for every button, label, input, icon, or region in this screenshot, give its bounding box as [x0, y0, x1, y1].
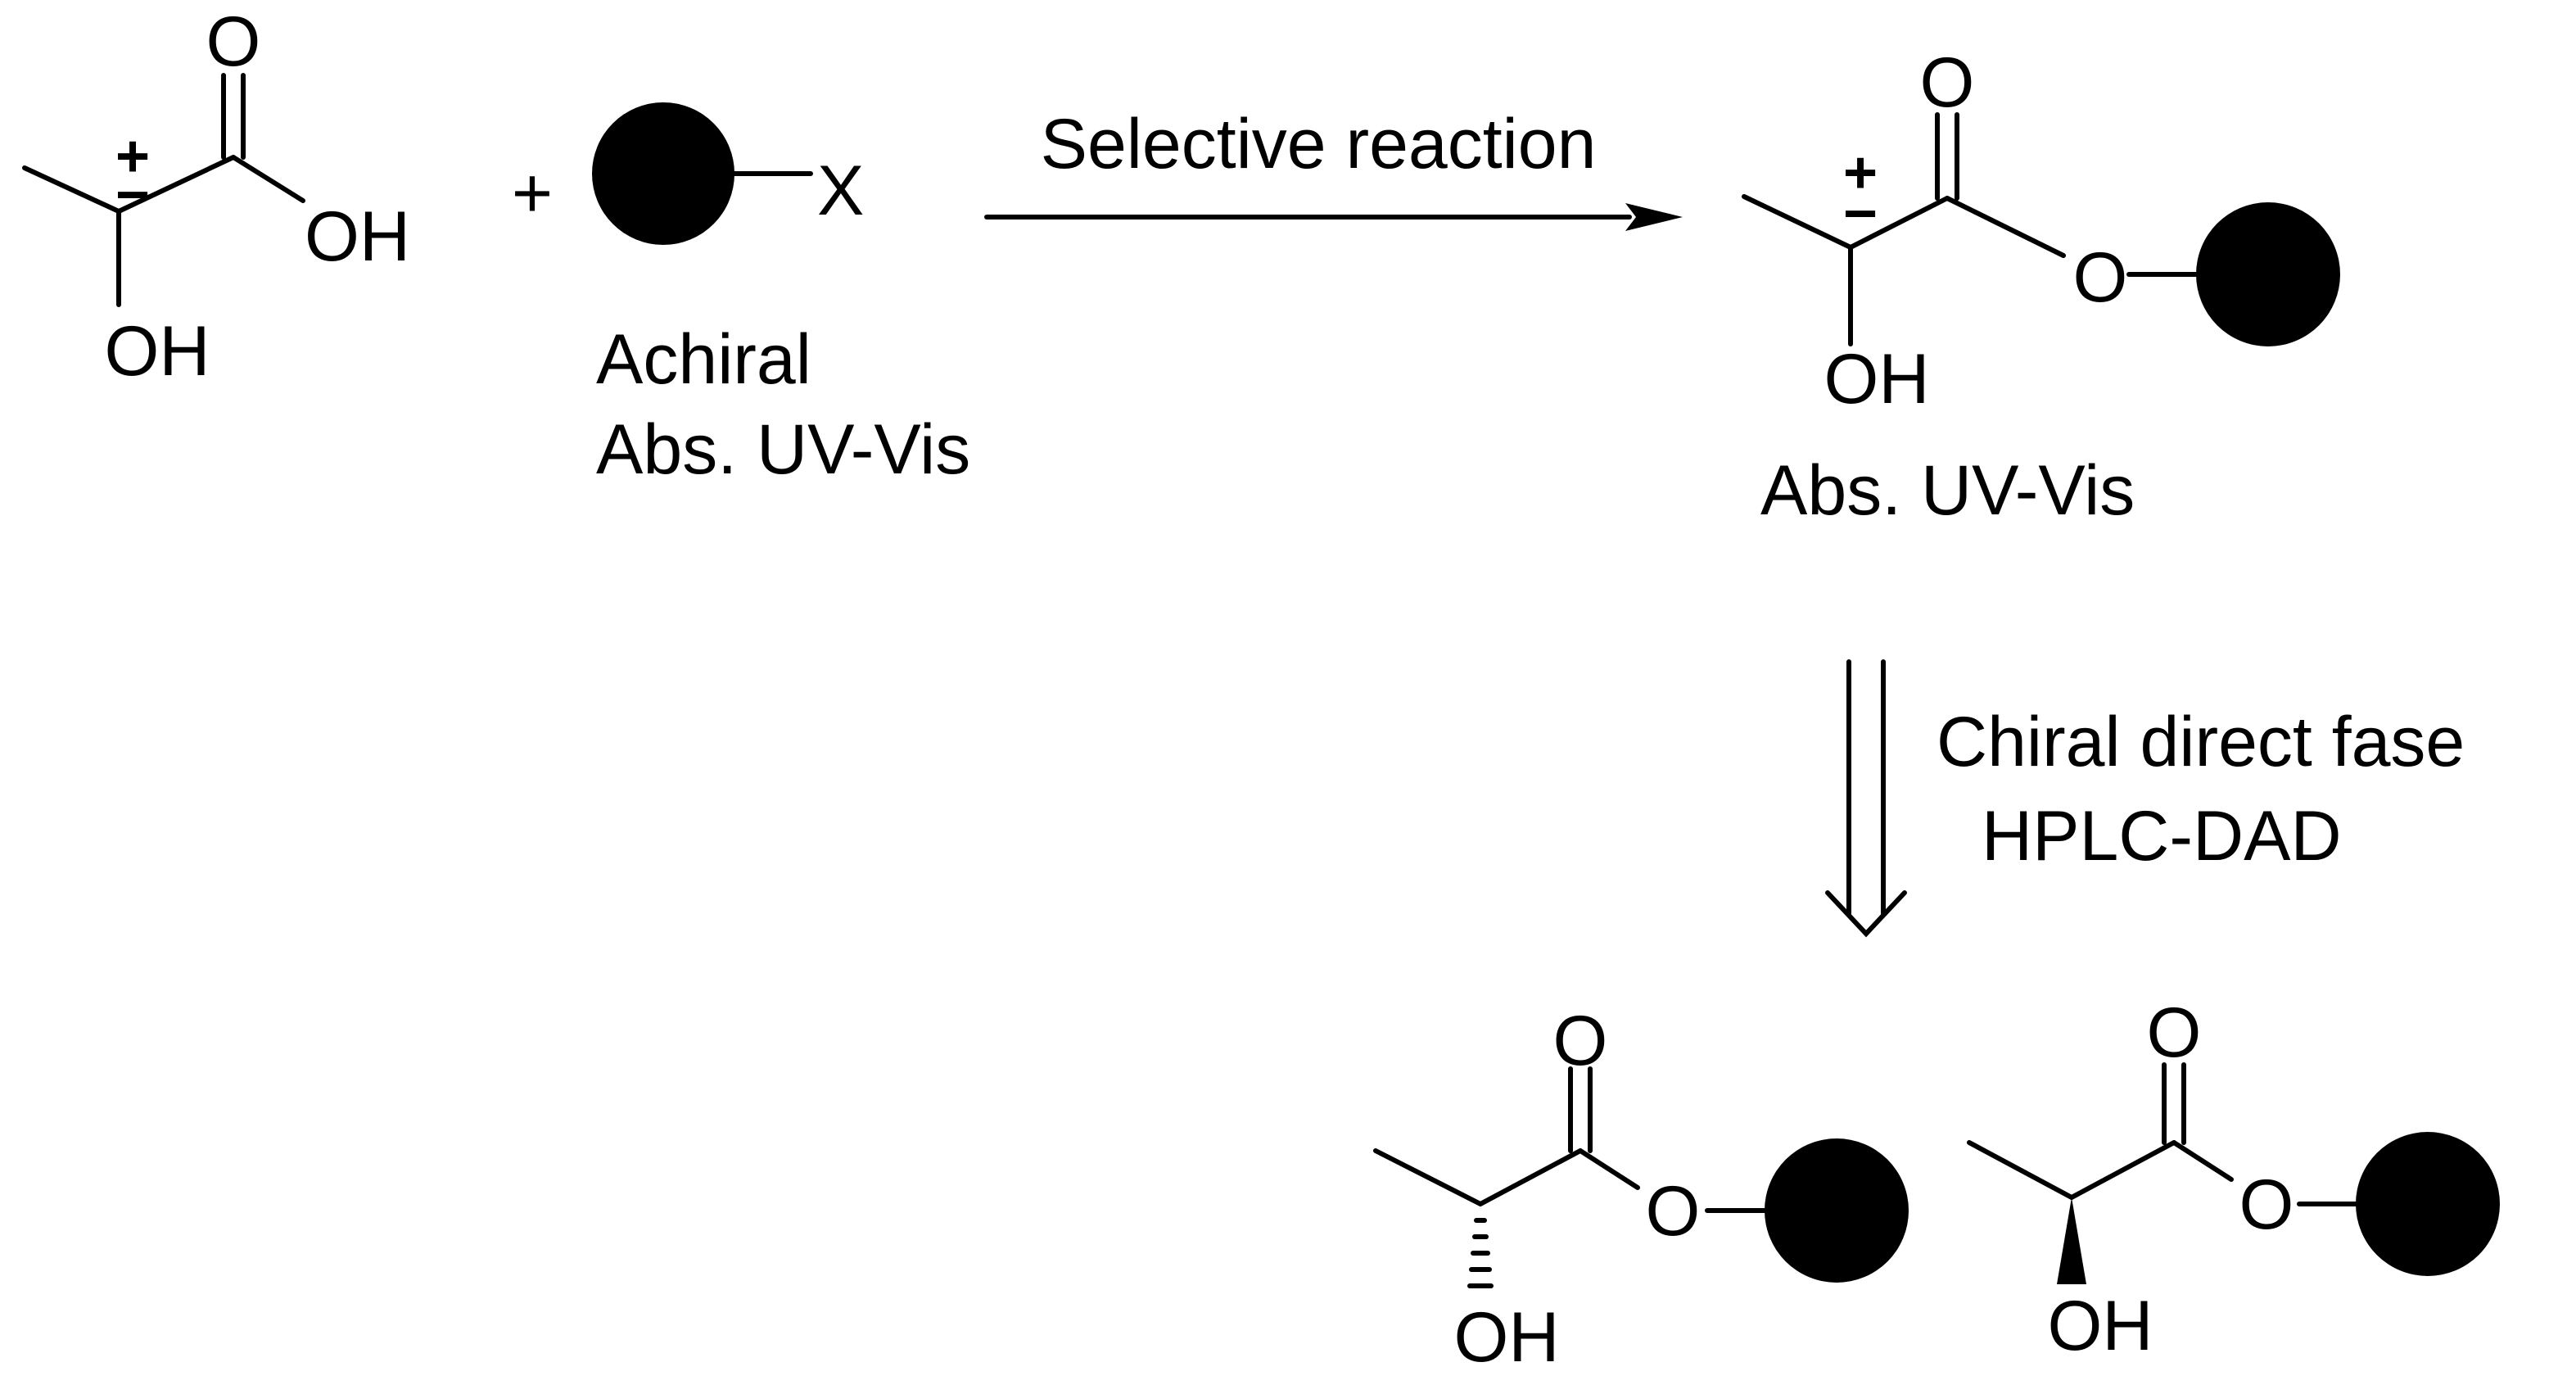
- alpha-hydroxyl: OH: [105, 312, 210, 391]
- alpha-hydroxyl: OH: [2048, 1287, 2153, 1365]
- carbonyl-oxygen: O: [1920, 43, 1975, 122]
- chromophore-circle: [1765, 1138, 1909, 1283]
- ester-oxygen: O: [2073, 238, 2128, 317]
- separation-label-chiral: Chiral direct fase: [1937, 703, 2465, 781]
- acid-hydroxyl: OH: [305, 197, 410, 276]
- enantiomer-hashed: O O OH: [1373, 1002, 1909, 1377]
- solid-wedge-bond: [2057, 1197, 2086, 1284]
- reagent-descriptor-achiral: Achiral: [596, 320, 811, 399]
- carbonyl-oxygen: O: [1553, 1002, 1608, 1080]
- lactic-acid-racemic: O OH OH + −: [22, 2, 410, 391]
- chiral-minus-mark: −: [115, 162, 150, 228]
- chiral-minus-mark: −: [1843, 181, 1878, 247]
- carbonyl-oxygen: O: [2147, 993, 2202, 1072]
- separation-label-hplc: HPLC-DAD: [1982, 797, 2342, 876]
- separation-arrow: Chiral direct fase HPLC-DAD: [1825, 659, 2465, 938]
- derivatized-ester-racemic: O O OH + − Abs. UV-Vis: [1742, 43, 2340, 530]
- reagent-descriptor-uvvis: Abs. UV-Vis: [596, 410, 970, 489]
- alpha-hydroxyl: OH: [1454, 1298, 1560, 1377]
- chromophore-circle: [2356, 1132, 2500, 1276]
- plus-sign: +: [512, 154, 553, 233]
- alpha-hydroxyl: OH: [1824, 340, 1930, 419]
- enantiomer-wedged: O O OH: [1967, 993, 2500, 1365]
- reaction-arrow-label: Selective reaction: [1041, 105, 1597, 183]
- reaction-arrowhead: [1625, 203, 1683, 231]
- leaving-group-x: X: [817, 152, 864, 230]
- reaction-arrow: Selective reaction: [984, 105, 1683, 231]
- chromophore-circle: [592, 102, 734, 245]
- hashed-wedge-bond: [1467, 1218, 1494, 1288]
- ester-oxygen: O: [2239, 1165, 2294, 1244]
- chromophore-circle: [2196, 202, 2340, 346]
- derivatizing-reagent: X Achiral Abs. UV-Vis: [592, 102, 970, 489]
- ester-oxygen: O: [1646, 1172, 1701, 1251]
- product-descriptor-uvvis: Abs. UV-Vis: [1760, 451, 2135, 530]
- chiral-plus-mark: +: [1843, 140, 1878, 206]
- chiral-plus-mark: +: [115, 124, 150, 189]
- carbonyl-oxygen: O: [206, 2, 261, 81]
